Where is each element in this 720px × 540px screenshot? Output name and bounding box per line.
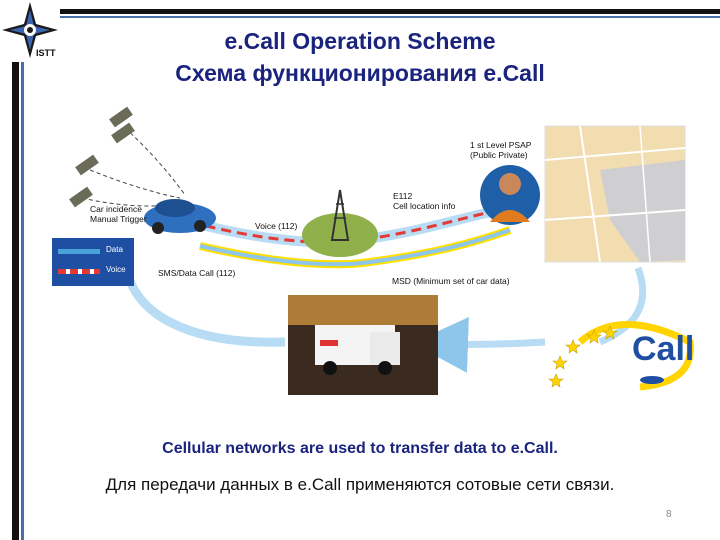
top-accent-stripe bbox=[60, 16, 720, 18]
ambulance-icon bbox=[288, 295, 438, 395]
label-cell-location: Cell location info bbox=[393, 201, 455, 211]
label-voice-112: Voice (112) bbox=[255, 221, 297, 231]
left-accent-bar bbox=[12, 62, 19, 540]
top-accent-bar bbox=[60, 9, 720, 14]
caption-russian: Для передачи данных в e.Call применяются… bbox=[0, 475, 720, 495]
ecall-logo-text: Call bbox=[632, 330, 694, 369]
legend-item-voice: Voice bbox=[58, 263, 134, 279]
label-psap-line1: 1 st Level PSAP bbox=[470, 140, 531, 150]
operator-icon bbox=[480, 165, 540, 225]
legend-box: Data Voice bbox=[52, 238, 134, 286]
legend-data-swatch bbox=[58, 249, 100, 254]
car-icon bbox=[144, 199, 216, 234]
label-manual-trigger: Manual Trigger bbox=[90, 214, 147, 224]
label-car-incidence: Car incidence bbox=[90, 204, 142, 214]
legend-voice-swatch bbox=[58, 269, 100, 274]
ecall-diagram: Data Voice Car incidence Manual Trigger … bbox=[40, 100, 700, 400]
legend-data-label: Data bbox=[106, 245, 123, 254]
legend-item-data: Data bbox=[58, 243, 134, 259]
caption-english: Cellular networks are used to transfer d… bbox=[0, 440, 720, 458]
city-map-icon bbox=[545, 126, 685, 262]
legend-voice-label: Voice bbox=[106, 265, 126, 274]
page-number: 8 bbox=[666, 509, 672, 520]
label-sms-data-call: SMS/Data Call (112) bbox=[158, 268, 235, 278]
left-accent-stripe bbox=[21, 62, 24, 540]
label-e112: E112 bbox=[393, 191, 412, 201]
label-msd: MSD (Minimum set of car data) bbox=[392, 276, 510, 286]
cell-tower-icon bbox=[302, 190, 378, 257]
ecall-logo: Call bbox=[540, 312, 700, 392]
label-psap-line2: (Public Private) bbox=[470, 150, 528, 160]
title-russian: Схема функционирования e.Call bbox=[0, 58, 720, 88]
satellite-icon bbox=[69, 107, 135, 208]
title-english: e.Call Operation Scheme bbox=[0, 26, 720, 56]
